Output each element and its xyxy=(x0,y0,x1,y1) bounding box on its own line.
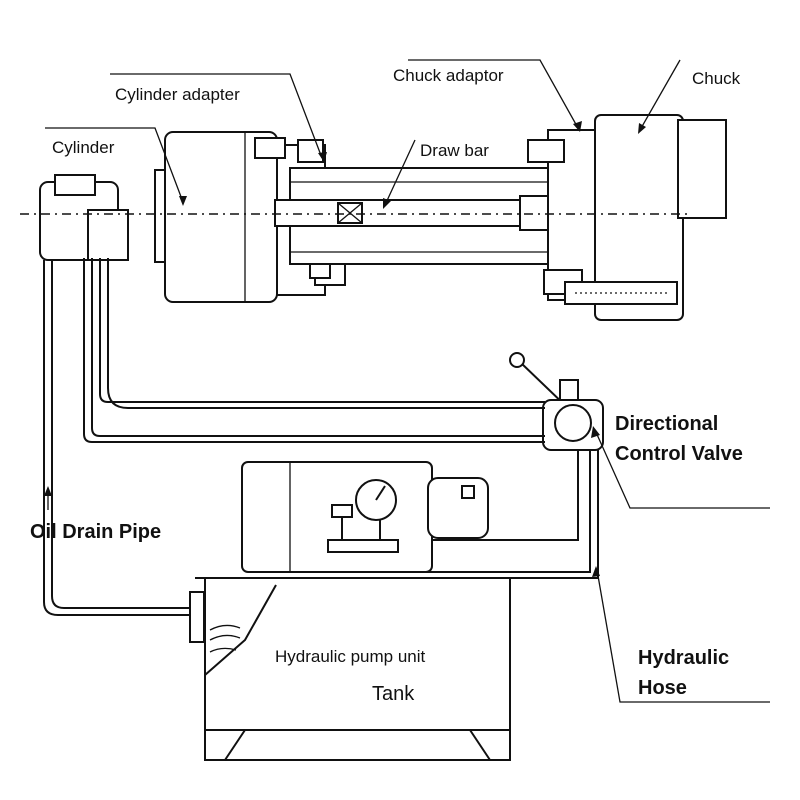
label-hydraulic-pump-unit: Hydraulic pump unit xyxy=(275,647,426,666)
label-directional: Directional xyxy=(615,413,718,435)
tank xyxy=(189,577,520,761)
label-cylinder: Cylinder xyxy=(52,138,115,157)
leader-lines xyxy=(44,59,770,703)
label-hose: Hose xyxy=(638,677,687,699)
chuck-part xyxy=(564,114,727,321)
label-chuck-adaptor: Chuck adaptor xyxy=(393,66,504,85)
label-cylinder-adapter: Cylinder adapter xyxy=(115,85,240,104)
label-draw-bar: Draw bar xyxy=(420,141,489,160)
oil-drain-pipe xyxy=(43,260,190,616)
label-chuck: Chuck xyxy=(692,69,741,88)
chuck-adaptor-part xyxy=(527,129,599,301)
label-hydraulic: Hydraulic xyxy=(638,647,729,669)
label-oil-drain-pipe: Oil Drain Pipe xyxy=(30,521,161,543)
label-control-valve: Control Valve xyxy=(615,443,743,465)
cylinder-body xyxy=(39,131,278,303)
hydraulic-pump-unit xyxy=(241,461,489,573)
label-tank: Tank xyxy=(372,683,415,705)
directional-control-valve xyxy=(509,352,604,451)
